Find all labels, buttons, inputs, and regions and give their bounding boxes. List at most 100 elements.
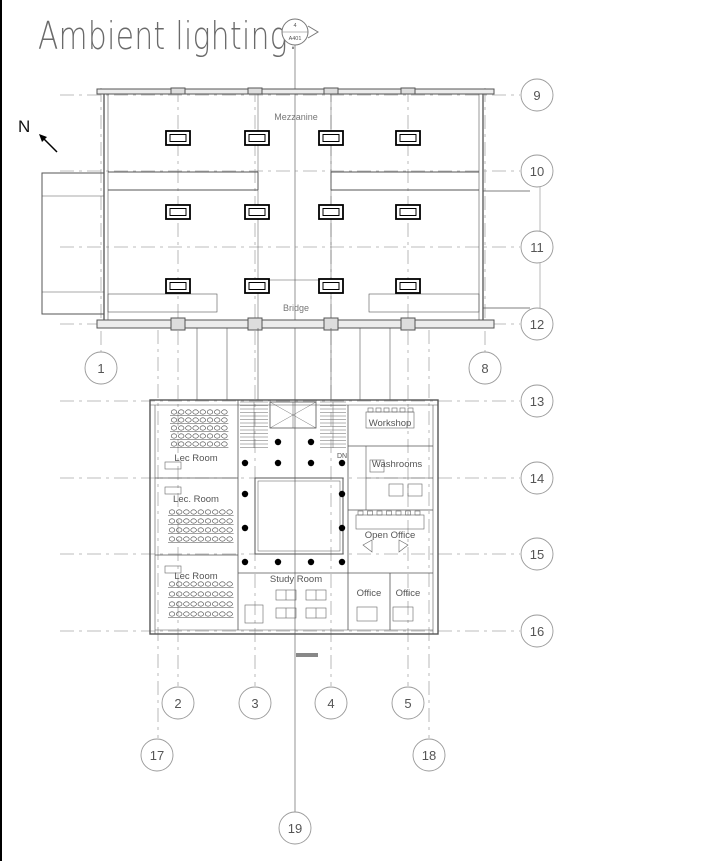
svg-text:15: 15 — [530, 547, 544, 562]
seat — [170, 425, 178, 431]
grid-bubble-2: 2 — [161, 686, 195, 720]
chair — [405, 510, 411, 516]
chair — [375, 407, 382, 413]
grid-bubble-12: 12 — [520, 307, 554, 341]
ceiling-fixture — [318, 204, 344, 220]
grid-bubble-1: 1 — [84, 351, 118, 385]
seat — [221, 417, 228, 423]
seat — [168, 591, 176, 597]
downlight — [338, 459, 346, 467]
seat — [176, 611, 183, 617]
grid-bubble-16: 16 — [520, 614, 554, 648]
seat — [168, 581, 176, 587]
seat — [176, 527, 183, 533]
seat — [214, 441, 221, 447]
seat — [226, 536, 233, 542]
grid-bubble-15: 15 — [520, 537, 554, 571]
grid-bubble-13: 13 — [520, 384, 554, 418]
seat — [199, 409, 206, 415]
room-label-lec-room-2: Lec. Room — [173, 494, 219, 505]
seat — [221, 441, 228, 447]
chair — [383, 407, 390, 413]
seat — [192, 433, 199, 439]
seat — [185, 417, 192, 423]
seat — [176, 581, 183, 587]
seat — [170, 417, 178, 423]
grid-bubble-18: 18 — [412, 738, 446, 772]
seat — [170, 433, 178, 439]
grid-bubble-4: 4 — [314, 686, 348, 720]
seat — [199, 425, 206, 431]
seat — [183, 536, 190, 542]
seat — [204, 601, 212, 607]
seat — [212, 527, 219, 533]
room-label-study-room: Study Room — [270, 574, 322, 585]
seat — [168, 611, 176, 617]
chair — [391, 407, 398, 413]
svg-text:1: 1 — [97, 361, 104, 376]
svg-text:9: 9 — [533, 88, 540, 103]
room-label-office-2: Office — [396, 588, 421, 599]
seat — [212, 591, 219, 597]
chair — [395, 510, 402, 516]
seat — [219, 591, 226, 597]
downlight — [338, 524, 346, 532]
grid-bubble-10: 10 — [520, 154, 554, 188]
seat — [197, 518, 204, 524]
seat — [199, 417, 206, 423]
stair-dn-label: DN — [337, 453, 347, 460]
svg-text:10: 10 — [530, 164, 544, 179]
ceiling-fixture — [165, 204, 191, 220]
seat — [183, 611, 190, 617]
ceiling-fixture — [165, 278, 191, 294]
seat — [176, 591, 183, 597]
svg-text:14: 14 — [530, 471, 544, 486]
seat — [226, 611, 233, 617]
seat — [226, 581, 233, 587]
seat — [183, 527, 190, 533]
grid-bubble-19: 19 — [278, 811, 312, 845]
seat — [214, 425, 221, 431]
grid-bubble-14: 14 — [520, 461, 554, 495]
room-label-lec-room-1: Lec Room — [174, 453, 217, 464]
grid-bubble-8: 8 — [468, 351, 502, 385]
seat — [206, 425, 214, 431]
seat — [206, 441, 214, 447]
chair — [367, 510, 373, 516]
seat — [183, 601, 190, 607]
svg-text:17: 17 — [150, 748, 164, 763]
seat — [190, 536, 197, 542]
section-marker: 4 A401 — [281, 18, 319, 46]
seat — [219, 581, 226, 587]
seat — [190, 518, 197, 524]
seat — [168, 536, 176, 542]
seat — [190, 611, 197, 617]
seat — [168, 509, 176, 515]
seat — [206, 433, 214, 439]
svg-text:5: 5 — [404, 696, 411, 711]
downlight — [241, 490, 249, 498]
seat — [197, 581, 204, 587]
chair — [399, 407, 406, 413]
chair — [407, 407, 414, 413]
ceiling-fixture — [395, 130, 421, 146]
grid-bubble-3: 3 — [238, 686, 272, 720]
page-title: Ambient lighting: — [38, 14, 299, 58]
seat — [183, 591, 190, 597]
seat — [178, 425, 185, 431]
seat — [190, 601, 197, 607]
ceiling-fixture — [395, 204, 421, 220]
seat — [190, 591, 197, 597]
seat — [204, 509, 212, 515]
seat — [190, 527, 197, 533]
north-label: N — [18, 117, 31, 136]
downlight — [307, 438, 315, 446]
svg-text:16: 16 — [530, 624, 544, 639]
seat — [204, 591, 212, 597]
seat — [199, 441, 206, 447]
ceiling-fixture — [244, 204, 270, 220]
svg-text:13: 13 — [530, 394, 544, 409]
room-label-lec-room-3: Lec Room — [174, 571, 217, 582]
seat — [176, 601, 183, 607]
seat — [221, 433, 228, 439]
